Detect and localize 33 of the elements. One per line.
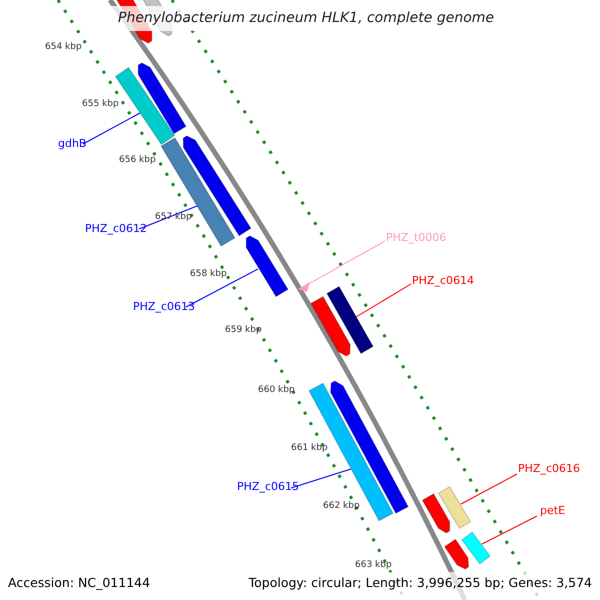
topology-text: Topology: circular; Length: 3,996,255 bp; Genes: 3,574 [248,574,592,592]
gene-label: PHZ_c0615 [237,480,299,494]
gene-bar [308,382,394,522]
gene-label: PHZ_c0616 [518,462,580,476]
gene-bar [246,235,289,298]
gene-label: PHZ_c0613 [133,300,195,314]
accession-text: Accession: NC_011144 [8,574,150,592]
tick-label: 655 kbp [82,98,119,111]
gene-bar [461,531,491,565]
trna-marker [298,282,310,292]
gene-label: PHZ_c0612 [85,222,147,236]
gene-bar [326,286,374,354]
leader-line [460,474,518,504]
tick-label: 662 kbp [323,500,360,513]
tick-label: 654 kbp [45,41,82,54]
leader-line [82,112,140,144]
leader-line [186,268,258,308]
tick-label: 656 kbp [119,154,156,167]
leader-line [138,206,198,230]
leader-line [290,468,352,488]
tick-label: 660 kbp [258,384,295,397]
tick-label: 657 kbp [155,211,192,224]
gene-label: PHZ_t0006 [386,231,446,245]
leader-line [356,284,412,318]
gene-label: PHZ_c0614 [412,274,474,288]
tick-label: 661 kbp [291,442,328,455]
tick-label: 663 kbp [355,559,392,572]
gene-bar [438,486,472,529]
tick-label: 659 kbp [225,324,262,337]
gene-label: gdhB [58,137,86,151]
gene-label: petE [540,504,566,518]
leader-line [482,516,538,544]
tick-label: 658 kbp [190,268,227,281]
